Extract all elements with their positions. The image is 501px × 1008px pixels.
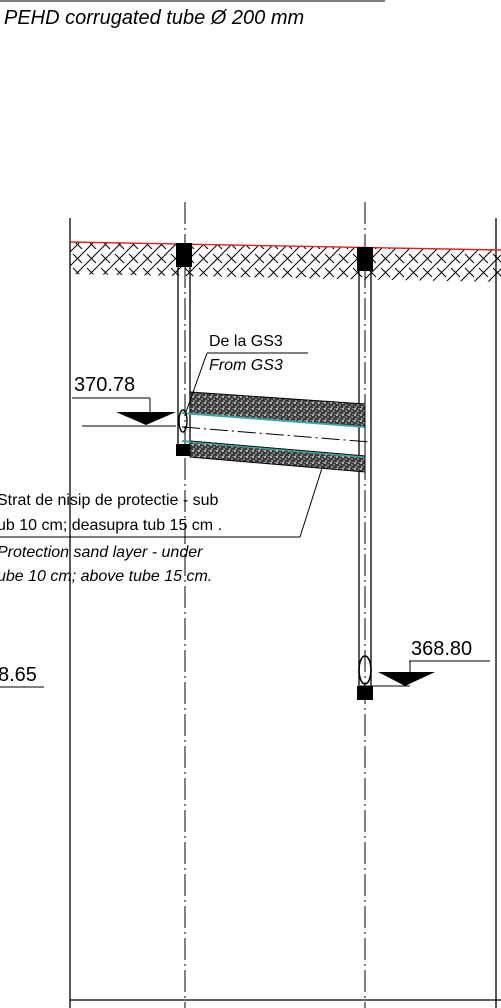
right-outlet-ellipse: [358, 655, 372, 685]
pipe-edge-line: [189, 440, 366, 457]
left-inlet-ellipse: [178, 409, 188, 433]
source-label-ro: De la GS3: [209, 333, 283, 350]
left-riser-base: [176, 444, 192, 456]
sand-note-ro-line2: ub 10 cm; deasupra tub 15 cm .: [0, 517, 222, 534]
pipe-top-line: [181, 412, 366, 428]
left-elevation-value: 370.78: [74, 374, 135, 396]
right-riser-base: [357, 686, 373, 700]
pipe-axis-line: [181, 426, 371, 443]
right-riser-cap: [357, 247, 373, 271]
source-leader-line: [185, 352, 208, 413]
sand-note-en-line1: Protection sand layer - under: [0, 544, 203, 561]
sand-note-en-line2: ube 10 cm; above tube 15 cm.: [0, 568, 212, 585]
ground-line: [69, 241, 501, 251]
drawing-title: PEHD corrugated tube Ø 200 mm: [4, 7, 304, 29]
right-elevation-value: 368.80: [411, 638, 472, 660]
sand-note-leader: [299, 467, 323, 538]
left-riser-cap: [176, 243, 192, 267]
sand-note-ro-line1: Strat de nisip de protectie - sub: [0, 492, 219, 509]
partial-elevation-value: 8.65: [0, 664, 37, 686]
pipe-bottom-line: [181, 440, 366, 458]
left-elevation-triangle: [116, 412, 176, 425]
source-label-en: From GS3: [209, 357, 283, 374]
right-elevation-triangle: [378, 672, 435, 686]
soil-hatch-band: [70, 242, 501, 282]
sand-layer-bottom: [189, 440, 366, 473]
